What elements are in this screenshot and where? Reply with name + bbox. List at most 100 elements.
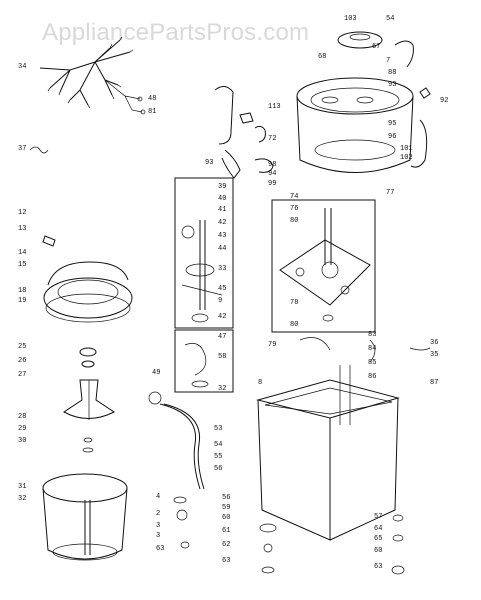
callout-60: 60	[222, 514, 230, 522]
callout-15: 15	[18, 261, 26, 269]
callout-80b: 80	[290, 321, 298, 329]
callout-7: 7	[386, 57, 390, 65]
callout-2: 2	[156, 510, 160, 518]
callout-54: 54	[386, 15, 394, 23]
callout-4: 4	[156, 493, 160, 501]
callout-84: 84	[368, 345, 376, 353]
callout-67: 67	[372, 43, 380, 51]
callout-37: 37	[18, 145, 26, 153]
callout-29: 29	[18, 425, 26, 433]
hose-box	[174, 329, 234, 393]
callout-25: 25	[18, 343, 26, 351]
callout-32: 32	[218, 385, 226, 393]
callout-55: 55	[214, 453, 222, 461]
callout-3: 3	[156, 522, 160, 530]
callout-42b: 42	[218, 313, 226, 321]
callout-65: 65	[374, 535, 382, 543]
wire-harness	[29, 36, 146, 154]
callout-72: 72	[268, 135, 276, 143]
tub-assembly	[214, 31, 431, 179]
callout-44: 44	[218, 245, 226, 253]
callout-53: 53	[214, 425, 222, 433]
callout-113: 113	[268, 103, 281, 111]
callout-83: 83	[368, 331, 376, 339]
callout-63c: 63	[374, 563, 382, 571]
callout-95: 95	[388, 120, 396, 128]
callout-27: 27	[18, 371, 26, 379]
callout-36: 36	[430, 339, 438, 347]
callout-56: 56	[214, 465, 222, 473]
callout-88: 88	[388, 69, 396, 77]
callout-3b: 3	[156, 532, 160, 540]
callout-96: 96	[388, 133, 396, 141]
callout-93: 93	[388, 81, 396, 89]
callout-60b: 60	[374, 547, 382, 555]
callout-56b: 56	[222, 494, 230, 502]
callout-59: 59	[222, 504, 230, 512]
cabinet	[256, 337, 431, 541]
callout-33: 33	[218, 265, 226, 273]
callout-41: 41	[218, 206, 226, 214]
callout-14: 14	[18, 249, 26, 257]
callout-62: 62	[222, 541, 230, 549]
callout-92: 92	[440, 97, 448, 105]
callout-58: 58	[218, 353, 226, 361]
callout-103: 103	[344, 15, 357, 23]
callout-99: 99	[268, 180, 276, 188]
callout-102: 102	[400, 154, 413, 162]
callout-101: 101	[400, 145, 413, 153]
callout-45: 45	[218, 285, 226, 293]
callout-19: 19	[18, 297, 26, 305]
hardware	[173, 496, 405, 575]
callout-76: 76	[290, 205, 298, 213]
callout-54b: 54	[214, 441, 222, 449]
callout-85: 85	[368, 359, 376, 367]
callout-32b: 32	[18, 495, 26, 503]
shaft-parts	[181, 220, 223, 388]
callout-49: 49	[152, 369, 160, 377]
callout-18: 18	[18, 287, 26, 295]
basket	[42, 473, 128, 561]
lid-parts	[42, 235, 133, 323]
callout-94: 94	[268, 170, 276, 178]
callout-34: 34	[18, 63, 26, 71]
callout-77: 77	[386, 189, 394, 197]
callout-57: 57	[374, 513, 382, 521]
callout-78: 78	[290, 299, 298, 307]
callout-98: 98	[268, 161, 276, 169]
callout-35: 35	[430, 351, 438, 359]
callout-87: 87	[430, 379, 438, 387]
callout-28: 28	[18, 413, 26, 421]
callout-61: 61	[222, 527, 230, 535]
callout-31: 31	[18, 483, 26, 491]
callout-63b: 63	[222, 557, 230, 565]
callout-12: 12	[18, 209, 26, 217]
callout-40: 40	[218, 195, 226, 203]
callout-48: 48	[148, 95, 156, 103]
callout-64: 64	[374, 525, 382, 533]
callout-79: 79	[268, 341, 276, 349]
gearcase-parts	[279, 208, 371, 322]
hose	[148, 391, 205, 490]
callout-86: 86	[368, 373, 376, 381]
agitator	[63, 347, 115, 453]
callout-13: 13	[18, 225, 26, 233]
callout-42: 42	[218, 219, 226, 227]
callout-30: 30	[18, 437, 26, 445]
callout-93b: 93	[205, 159, 213, 167]
callout-43: 43	[218, 232, 226, 240]
agitator-shaft-box	[174, 177, 234, 329]
callout-80: 80	[290, 217, 298, 225]
watermark: AppliancePartsPros.com	[42, 19, 309, 46]
callout-63: 63	[156, 545, 164, 553]
callout-68: 68	[318, 53, 326, 61]
callout-8: 8	[258, 379, 262, 387]
callout-47: 47	[218, 333, 226, 341]
gearcase-box	[271, 199, 376, 333]
callout-9: 9	[218, 297, 222, 305]
callout-74: 74	[290, 193, 298, 201]
callout-26: 26	[18, 357, 26, 365]
